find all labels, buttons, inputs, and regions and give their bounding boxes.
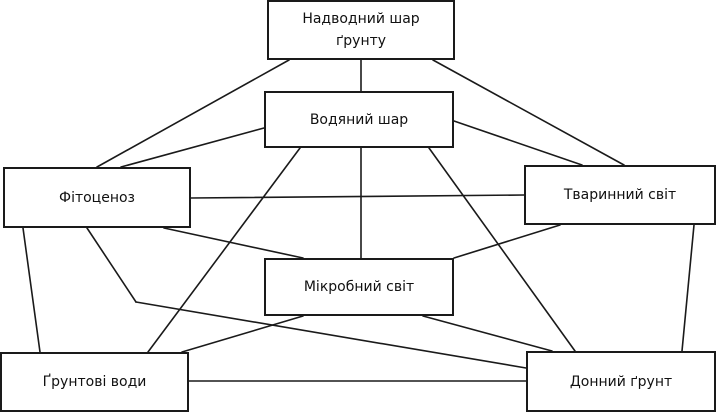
node-surface-soil-layer-line-1: Надводний шар	[302, 11, 420, 27]
edge-microbial-world-to-bottom-soil	[422, 315, 553, 352]
edge-animal-world-to-bottom-soil	[681, 224, 695, 352]
node-bottom-soil-label: Донний ґрунт	[569, 373, 673, 390]
edge-phytocenosis-to-bottom-soil-path	[86, 227, 137, 303]
node-microbial-world: Мікробний світ	[264, 258, 454, 316]
edge-water-to-groundwater	[147, 147, 301, 353]
edge-microbial-world-to-groundwater	[181, 315, 304, 353]
node-phytocenosis: Фітоценоз	[3, 167, 191, 228]
node-animal-world-label: Тваринний світ	[563, 187, 677, 203]
edge-water-to-phytocenosis	[120, 127, 265, 168]
edge-phytocenosis-to-animal-world	[190, 194, 525, 199]
edge-animal-world-to-microbial-world	[453, 224, 561, 259]
diagram-edges	[22, 59, 695, 382]
node-microbial-world-label: Мікробний світ	[303, 279, 415, 295]
edge-phytocenosis-to-groundwater	[22, 227, 41, 353]
node-surface-soil-layer-line-2: ґрунту	[335, 33, 387, 49]
node-bottom-soil: Донний ґрунт	[526, 351, 716, 412]
edge-water-to-bottom-soil	[428, 147, 576, 352]
node-surface-soil-layer: Надводний шар ґрунту	[267, 0, 455, 60]
node-phytocenosis-label: Фітоценоз	[59, 189, 135, 206]
node-water-layer: Водяний шар	[264, 91, 454, 148]
node-animal-world: Тваринний світ	[524, 165, 716, 225]
edge-phytocenosis-to-bottom-soil	[135, 301, 527, 369]
edge-surface-to-phytocenosis	[96, 59, 290, 168]
edge-phytocenosis-to-microbial-world	[163, 227, 304, 259]
node-water-layer-label: Водяний шар	[309, 111, 409, 128]
edge-surface-to-animal-world	[432, 59, 625, 166]
edge-water-to-animal-world	[453, 120, 583, 166]
node-groundwater: Ґрунтові води	[0, 352, 189, 412]
node-groundwater-label: Ґрунтові води	[42, 374, 147, 390]
